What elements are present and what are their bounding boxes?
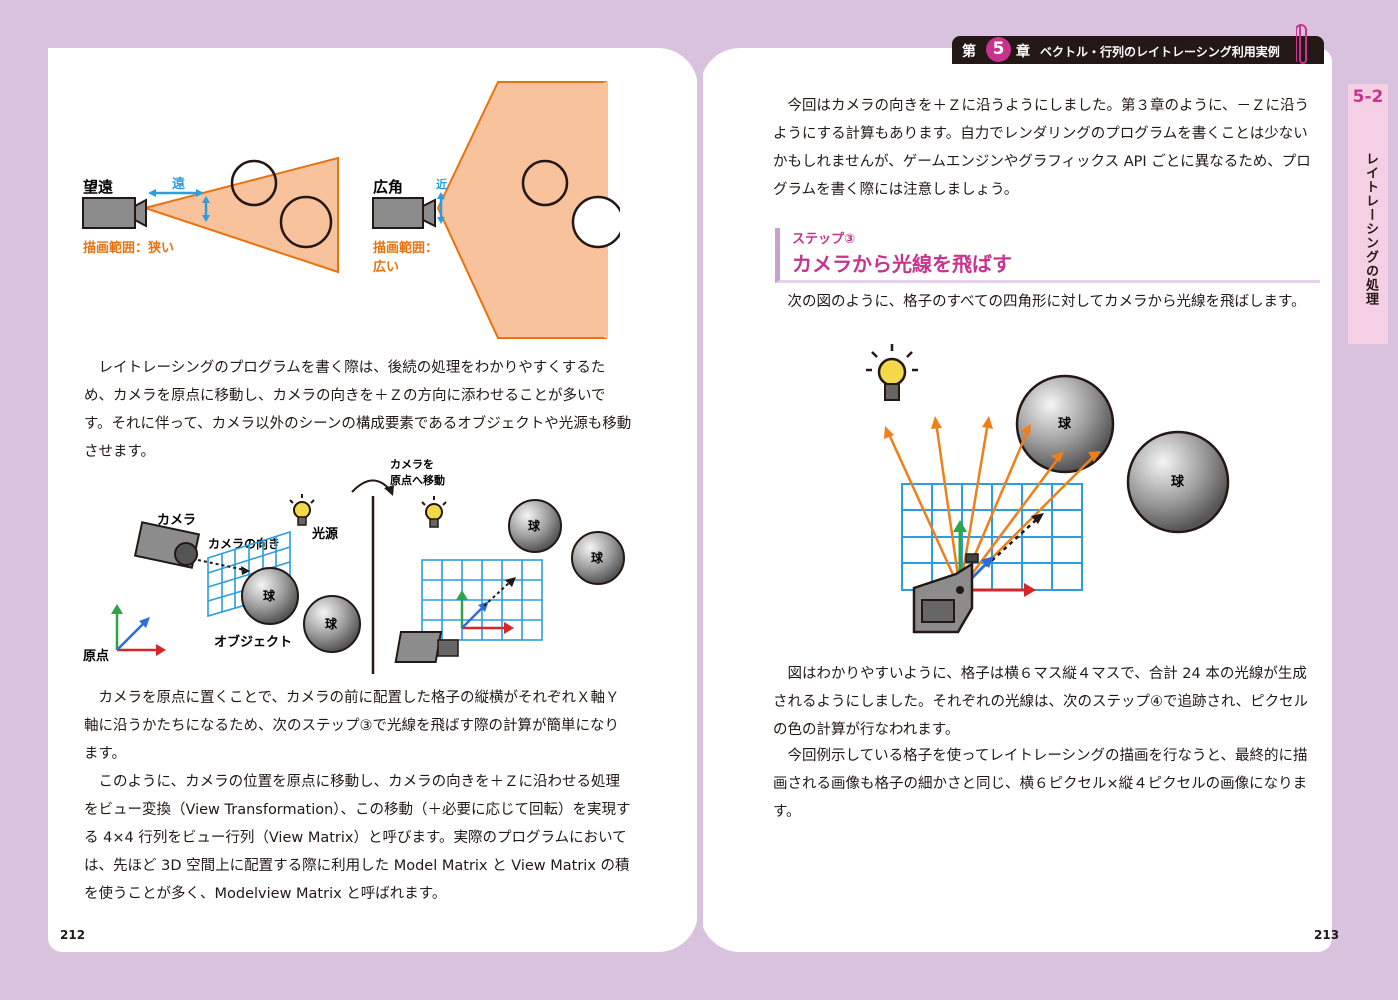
chapter-number-badge: 5: [986, 37, 1011, 62]
section-number: 5-2: [1352, 87, 1384, 107]
left-paragraph-2: カメラを原点に置くことで、カメラの前に配置した格子の縦横がそれぞれＸ軸Ｙ軸に沿う…: [84, 690, 620, 762]
move-to-origin-figure: カメラ カメラの向き 光源 球 球 オブジェクト 原点 カメラを 原点へ移動: [83, 458, 625, 674]
ray-grid: [901, 483, 1083, 591]
step-title: カメラから光線を飛ばす: [792, 252, 1012, 276]
wide-label: 広角: [373, 178, 403, 196]
wide-lens: [422, 198, 436, 228]
wide-object-circle: [571, 195, 620, 249]
right-page-number: 213: [1314, 928, 1340, 942]
moved-camera-icon: [394, 631, 443, 663]
book-spine: [697, 48, 703, 952]
wide-range-label-1: 描画範囲：: [373, 240, 438, 256]
paperclip-icon: [1296, 24, 1307, 64]
wide-object-circle: [521, 159, 569, 207]
sphere-label: 球: [1058, 416, 1072, 432]
sphere-label: 球: [1171, 474, 1185, 490]
ray-casting-figure: 球 球: [866, 344, 1230, 634]
light-label: 光源: [311, 526, 338, 542]
sphere: [303, 595, 361, 653]
sphere: [571, 531, 625, 585]
section-title: レイトレーシングの処理: [1363, 152, 1378, 306]
sphere-label: 球: [325, 616, 338, 631]
light-bulb-icon: [866, 344, 918, 401]
tele-camera-icon: [82, 197, 136, 229]
sphere: [1126, 430, 1230, 534]
sphere-label: 球: [263, 588, 276, 603]
move-label-2: 原点へ移動: [390, 473, 445, 487]
view-grid-moved: [421, 559, 543, 641]
section-side-tab: [1348, 84, 1388, 344]
tele-lens: [134, 198, 147, 228]
step-heading: ステップ③ カメラから光線を飛ばす: [775, 228, 1320, 283]
sphere: [1015, 374, 1115, 474]
sphere: [508, 499, 562, 553]
wide-range-label-2: 広い: [373, 259, 399, 275]
step-number: ステップ③: [792, 232, 856, 247]
tele-range-label: 描画範囲：狭い: [83, 240, 174, 256]
chapter-header: 第 5 章 ベクトル・行列のレイトレーシング利用実例: [952, 36, 1324, 64]
origin-label: 原点: [83, 648, 109, 664]
chapter-title: ベクトル・行列のレイトレーシング利用実例: [1040, 45, 1280, 59]
tele-label: 望遠: [83, 178, 113, 196]
sphere-label: 球: [591, 550, 604, 565]
wide-camera-icon: [372, 197, 424, 229]
light-bulb-icon: [421, 496, 447, 528]
moved-camera-axes: [456, 590, 514, 634]
chapter-suffix: 章: [1016, 44, 1030, 60]
left-page-number: 212: [60, 928, 86, 942]
move-arrow: [351, 479, 391, 493]
camera-label: カメラ: [157, 513, 196, 528]
right-paragraph-1: 今回はカメラの向きを＋Ｚに沿うようにしました。第３章のように、－Ｚに沿うようにす…: [773, 98, 1311, 198]
chapter-prefix: 第: [962, 44, 976, 60]
tele-frustum: [141, 156, 339, 274]
right-paragraph-3: 図はわかりやすいように、格子は横６マス縦４マスで、合計 24 本の光線が生成され…: [773, 666, 1309, 738]
origin-axes: [111, 604, 166, 656]
far-label: 遠: [172, 176, 185, 192]
right-paragraph-4: 今回例示している格子を使ってレイトレーシングの描画を行なうと、最終的に描画される…: [773, 748, 1308, 820]
left-paragraph-1: レイトレーシングのプログラムを書く際は、後続の処理をわかりやすくするため、カメラ…: [84, 360, 632, 460]
direction-label: カメラの向き: [208, 536, 280, 551]
move-label-1: カメラを: [390, 458, 434, 471]
tele-object-circle: [279, 195, 333, 249]
right-paragraph-2: 次の図のように、格子のすべての四角形に対してカメラから光線を飛ばします。: [787, 294, 1306, 310]
tele-object-circle: [230, 159, 278, 207]
telephoto-wide-figure: 望遠 遠 描画範囲：狭い 広角 近 描画範囲： 広い: [82, 81, 620, 339]
object-label: オブジェクト: [214, 634, 292, 650]
near-label: 近: [436, 177, 447, 191]
sphere-label: 球: [528, 518, 541, 533]
sphere: [241, 567, 299, 625]
camera-icon: [912, 553, 979, 634]
left-paragraph-3: このように、カメラの位置を原点に移動し、カメラの向きを＋Ｚに沿わせる処理をビュー…: [84, 774, 631, 902]
light-bulb-icon: [289, 494, 315, 526]
